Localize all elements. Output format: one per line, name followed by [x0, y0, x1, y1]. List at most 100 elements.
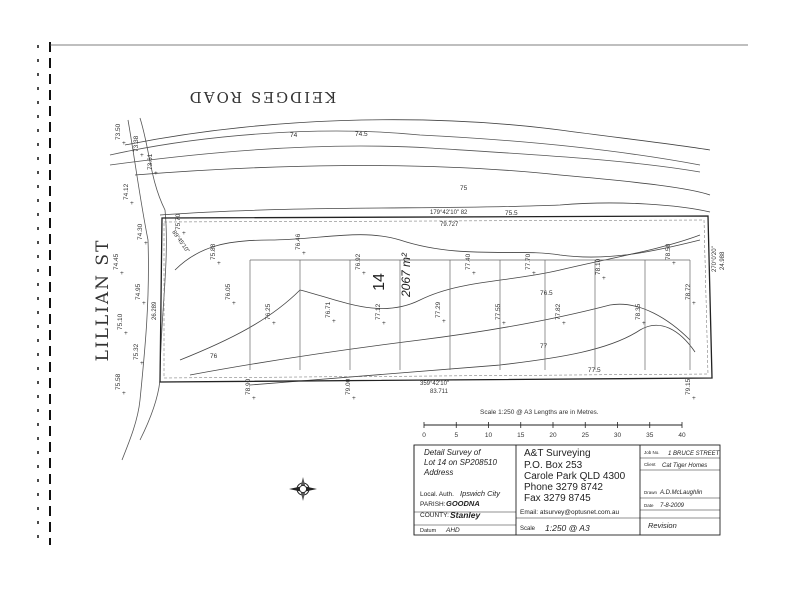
lot-boundary-offset	[163, 219, 709, 379]
spot-level: 76.92	[355, 253, 362, 270]
survey-title: Detail Survey of	[424, 448, 481, 457]
datum-label: Datum	[420, 528, 437, 534]
scale-tick-label: 35	[646, 432, 654, 439]
spot-marker: +	[472, 270, 476, 277]
local-auth-value: Ipswich City	[460, 489, 501, 498]
contour-line	[159, 202, 711, 216]
scale-tick-label: 25	[582, 432, 590, 439]
address-label: Address	[423, 468, 453, 477]
contour-line	[134, 165, 711, 196]
spot-level: 77.40	[465, 253, 472, 270]
bottom-bearing: 359°42'10"	[420, 381, 449, 387]
date-label: Date	[644, 503, 654, 508]
contour-line	[189, 303, 691, 376]
company-fax: Fax 3279 8745	[524, 493, 591, 504]
date-value: 7-8-2009	[660, 503, 685, 509]
scale-tick-label: 0	[422, 432, 426, 439]
scale-note: Scale 1:250 @ A3 Lengths are in Metres.	[480, 409, 599, 416]
top-bearing: 179°42'10" 82	[430, 210, 468, 216]
spot-marker: +	[124, 330, 128, 337]
spot-marker: +	[217, 260, 221, 267]
lot-description: Lot 14 on SP208510	[424, 458, 498, 467]
spot-levels: 73.50+73.38+73.61+74.12+74.30+74.45+74.9…	[113, 123, 696, 402]
contour-line	[174, 234, 701, 271]
spot-marker: +	[692, 395, 696, 402]
contour-line	[124, 119, 711, 151]
spot-marker: +	[232, 300, 236, 307]
drawn-label: Drawn	[644, 490, 658, 495]
spot-marker: +	[130, 200, 134, 207]
spot-marker: +	[642, 320, 646, 327]
contour-label: 74	[290, 132, 298, 139]
contour-label: 75	[460, 185, 468, 192]
local-auth-label: Local. Auth.	[420, 491, 454, 498]
spot-level: 76.71	[325, 301, 332, 318]
spot-level: 77.82	[555, 303, 562, 320]
spot-level: 75.32	[133, 343, 140, 360]
spot-level: 79.00	[345, 378, 352, 395]
spot-marker: +	[672, 260, 676, 267]
bottom-distance: 83.711	[430, 389, 449, 395]
contour-line	[249, 325, 696, 386]
contour-label: 77	[540, 343, 548, 350]
company-name: A&T Surveying	[524, 448, 591, 459]
scale-tick-label: 15	[517, 432, 525, 439]
road-kerb-line-2	[109, 145, 701, 173]
left-bearing: 89°45'10"	[170, 230, 190, 254]
datum-value: AHD	[445, 527, 460, 534]
spot-marker: +	[382, 320, 386, 327]
spot-level: 77.29	[435, 301, 442, 318]
title-block	[413, 444, 721, 536]
spot-level: 76.25	[265, 303, 272, 320]
spot-marker: +	[144, 240, 148, 247]
spot-level: 77.70	[525, 253, 532, 270]
spot-level: 75.70	[175, 213, 182, 230]
scale-tick-label: 30	[614, 432, 622, 439]
spot-level: 75.10	[117, 313, 124, 330]
company-po-box: P.O. Box 253	[524, 460, 583, 471]
lot-number: 14	[371, 273, 388, 291]
lot-area: 2067 m²	[399, 252, 413, 298]
spot-marker: +	[602, 275, 606, 282]
spot-marker: +	[302, 250, 306, 257]
spot-level: 74.12	[123, 183, 130, 200]
spot-marker: +	[532, 270, 536, 277]
spot-level: 73.50	[115, 123, 122, 140]
spot-marker: +	[272, 320, 276, 327]
spot-level: 75.58	[115, 373, 122, 390]
scale-tick-label: 5	[454, 432, 458, 439]
parish-label: PARISH:	[420, 501, 446, 508]
spot-level: 75.88	[210, 243, 217, 260]
spot-level: 74.45	[113, 253, 120, 270]
job-value: 1 BRUCE STREET	[668, 451, 721, 457]
road-label: KEIDGES ROAD	[188, 88, 337, 106]
company-suburb: Carole Park QLD 4300	[524, 471, 626, 482]
spot-level: 73.38	[133, 135, 140, 152]
spot-marker: +	[154, 170, 158, 177]
county-label: COUNTY:	[420, 512, 449, 519]
right-bearing: 270°0'20"	[712, 246, 718, 272]
parish-value: GOODNA	[446, 499, 480, 508]
contour-label: 76.5	[540, 290, 553, 297]
scale-value: 1:250 @ A3	[545, 523, 590, 533]
contour-label: 75.5	[505, 210, 518, 217]
spot-level: 78.50	[665, 243, 672, 260]
company-email: Email: atsurvey@optusnet.com.au	[520, 509, 619, 516]
spot-marker: +	[122, 390, 126, 397]
spot-marker: +	[140, 360, 144, 367]
spot-level: 74.30	[137, 223, 144, 240]
spot-marker: +	[120, 270, 124, 277]
spot-marker: +	[502, 320, 506, 327]
spot-level: 73.61	[147, 153, 154, 170]
spot-marker: +	[182, 230, 186, 237]
left-distance: 26.289	[152, 301, 158, 320]
spot-level: 78.72	[685, 283, 692, 300]
scale-tick-label: 40	[678, 432, 686, 439]
spot-level: 77.12	[375, 303, 382, 320]
spot-level: 74.95	[135, 283, 142, 300]
spot-marker: +	[332, 318, 336, 325]
spot-level: 78.35	[635, 303, 642, 320]
